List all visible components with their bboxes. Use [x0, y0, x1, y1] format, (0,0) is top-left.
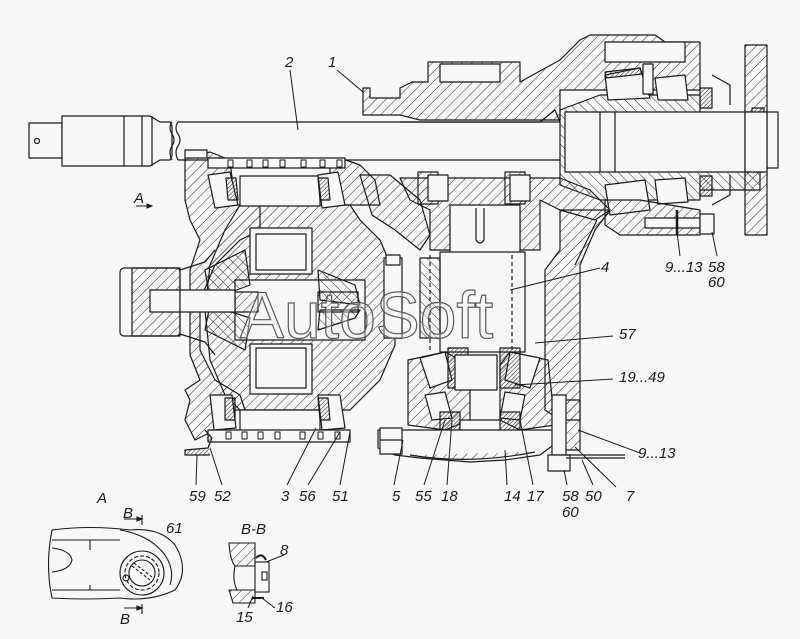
callout-58-lower: 58: [562, 488, 579, 505]
callout-50: 50: [585, 488, 602, 505]
callout-17: 17: [527, 488, 544, 505]
callout-9-13-upper: 9...13: [665, 259, 703, 276]
callout-1: 1: [328, 54, 337, 71]
housing-right-wall: [544, 209, 611, 421]
differential-gears: [204, 249, 361, 351]
differential-case: [184, 151, 396, 441]
callout-59: 59: [189, 488, 206, 505]
callout-14: 14: [504, 488, 521, 505]
view-a-arrow-label: A: [134, 190, 145, 207]
diff-bearings-bottom: [184, 394, 351, 456]
callout-7: 7: [626, 488, 635, 505]
callout-51: 51: [332, 488, 349, 505]
detail-view-a: [47, 515, 184, 614]
callout-52: 52: [214, 488, 231, 505]
callout-56: 56: [299, 488, 316, 505]
callout-57: 57: [619, 326, 636, 343]
callout-9-13-lower: 9...13: [638, 445, 676, 462]
section-b-b-title: B-B: [241, 521, 267, 538]
callout-58-upper: 58: [708, 259, 725, 276]
callout-61: 61: [166, 520, 183, 537]
callout-60-lower: 60: [562, 504, 579, 521]
section-mark-b-top: B: [123, 505, 134, 522]
callout-60-upper: 60: [708, 274, 725, 291]
callout-55: 55: [415, 488, 432, 505]
detail-a-title: A: [97, 490, 108, 507]
callout-2: 2: [285, 54, 294, 71]
housing-top: [362, 34, 701, 123]
pinion-shaft: [383, 251, 526, 353]
callout-5: 5: [392, 488, 401, 505]
callout-3: 3: [281, 488, 290, 505]
input-shaft: [28, 115, 560, 167]
flange-bolt-upper: [604, 199, 715, 236]
output-flange: [559, 44, 779, 236]
diff-bearings-top: [184, 149, 346, 209]
view-arrow-a: [136, 203, 154, 209]
left-output-hub: [119, 249, 236, 356]
callout-8: 8: [280, 542, 289, 559]
callout-4: 4: [601, 259, 610, 276]
section-b-b: [228, 542, 270, 604]
cover-bolt-lower: [547, 394, 625, 472]
lower-cover: [377, 427, 561, 463]
callout-19-49: 19...49: [619, 369, 665, 386]
callout-16: 16: [276, 599, 293, 616]
section-mark-b-bottom: B: [120, 611, 131, 628]
callout-18: 18: [441, 488, 458, 505]
callout-15: 15: [236, 609, 253, 626]
